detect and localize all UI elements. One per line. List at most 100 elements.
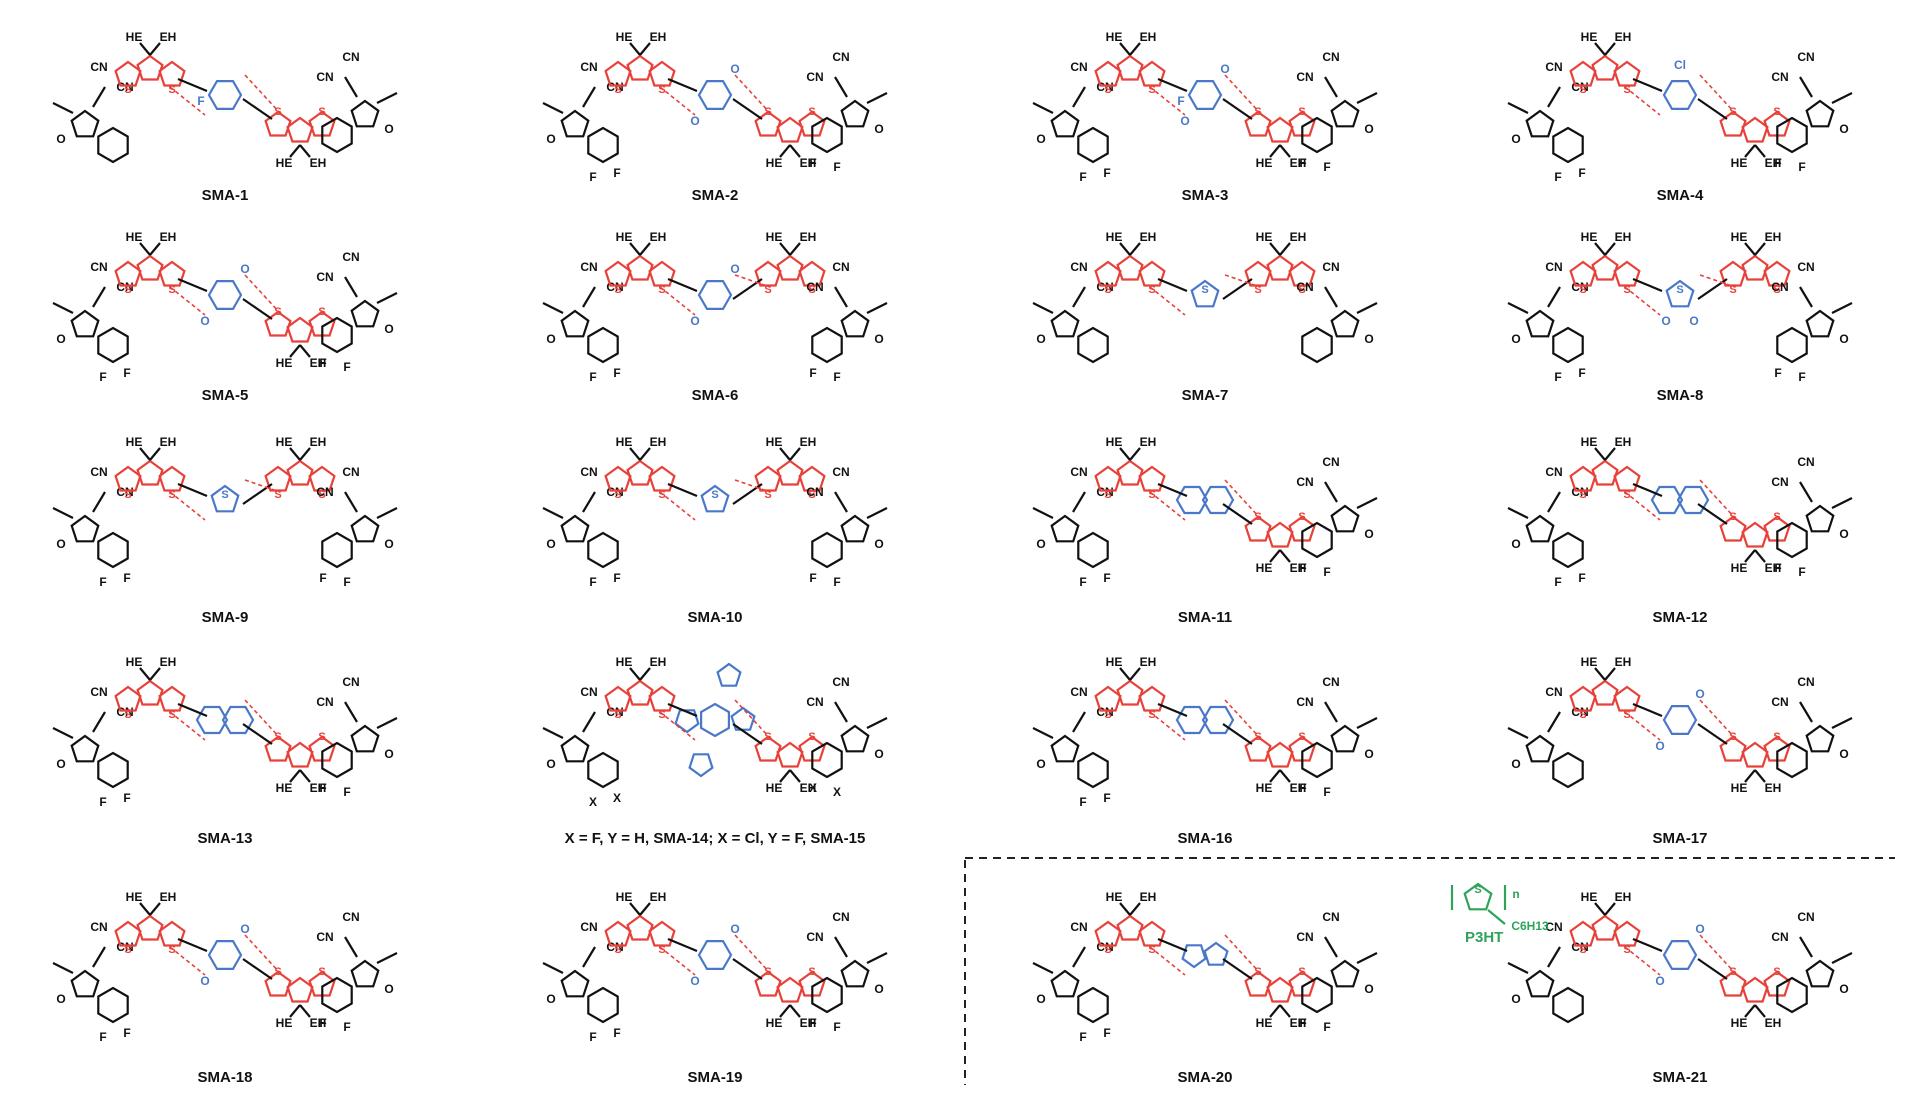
linking-bond	[732, 723, 763, 745]
ethylhexyl-label: EH	[650, 230, 667, 244]
linking-bond	[732, 98, 763, 120]
noncovalent-contact	[734, 934, 771, 974]
ethylhexyl-label: HE	[1256, 781, 1273, 795]
vinyl-bond	[1356, 92, 1378, 104]
halogen-atom: X	[833, 785, 841, 799]
bridge-oxygen-atom: O	[690, 314, 699, 328]
alkyl-bond	[779, 242, 791, 256]
bridge-oxygen-atom: O	[1661, 314, 1670, 328]
vinyl-bond	[376, 717, 398, 729]
benzene-ring	[1776, 116, 1808, 154]
label-sma-21: SMA-21	[1652, 1069, 1707, 1086]
alkyl-bond	[149, 42, 161, 56]
indanone-ring	[840, 99, 870, 128]
halogen-atom: F	[589, 370, 596, 384]
cyano-group: CN	[1322, 675, 1339, 689]
noncovalent-contact	[1624, 286, 1661, 316]
label-sma-11: SMA-11	[1178, 609, 1232, 626]
exo-bond	[1547, 711, 1561, 733]
benzene-ring	[321, 316, 353, 354]
linking-bond	[177, 482, 208, 498]
bridge-sulfur-atom: S	[1201, 284, 1208, 296]
ethylhexyl-label: HE	[1581, 435, 1598, 449]
exo-bond	[582, 946, 596, 968]
vinyl-bond	[866, 92, 888, 104]
benzene-ring	[587, 531, 619, 569]
ethylhexyl-label: EH	[650, 890, 667, 904]
halogen-atom: F	[1774, 156, 1781, 170]
vinyl-bond	[542, 727, 564, 739]
sulfur-atom: S	[1148, 284, 1155, 296]
alkyl-bond	[629, 447, 641, 461]
indanone-ring	[1805, 309, 1835, 338]
carbonyl-oxygen: O	[1839, 982, 1848, 996]
alkyl-bond	[639, 42, 651, 56]
thiophene-ring	[1613, 920, 1641, 947]
cyclopentadiene-ring	[1266, 254, 1294, 281]
indanone-ring	[70, 734, 100, 763]
linking-bond	[177, 937, 208, 953]
ethylhexyl-label: EH	[650, 30, 667, 44]
sulfur-atom: S	[1148, 489, 1155, 501]
noncovalent-contact	[1149, 286, 1186, 316]
sulfur-atom: S	[1104, 489, 1111, 501]
noncovalent-contact	[1699, 699, 1736, 739]
sulfur-atom: S	[808, 966, 815, 978]
indanone-ring	[560, 514, 590, 543]
naphthalene-ring	[1676, 485, 1710, 515]
indanone-ring	[1050, 969, 1080, 998]
carbonyl-oxygen: O	[384, 322, 393, 336]
vinyl-bond	[542, 507, 564, 519]
alkyl-bond	[149, 902, 161, 916]
ethylhexyl-label: EH	[1765, 156, 1782, 170]
sulfur-atom: S	[1729, 284, 1736, 296]
alkyl-bond	[1594, 902, 1606, 916]
carbonyl-oxygen: O	[1036, 537, 1045, 551]
ethylhexyl-label: HE	[1256, 561, 1273, 575]
thiophene-ring	[158, 920, 186, 947]
alkyl-bond	[1269, 769, 1281, 783]
benzene-ring	[587, 751, 619, 789]
linking-bond	[1632, 77, 1663, 93]
label-sma-8: SMA-8	[1657, 387, 1704, 404]
sulfur-atom: S	[764, 489, 771, 501]
halogen-atom: F	[123, 571, 130, 585]
benzene-ring	[587, 326, 619, 364]
halogen-atom: F	[319, 571, 326, 585]
cyclopentadiene-ring	[1116, 54, 1144, 81]
ethylhexyl-label: HE	[1256, 1016, 1273, 1030]
linking-bond	[177, 77, 208, 93]
indanone-ring	[560, 309, 590, 338]
ethylhexyl-label: EH	[1140, 435, 1157, 449]
ethylhexyl-label: EH	[160, 230, 177, 244]
vinyl-bond	[1032, 302, 1054, 314]
carbonyl-oxygen: O	[384, 537, 393, 551]
ethylhexyl-label: EH	[160, 435, 177, 449]
cyano-group: CN	[90, 465, 107, 479]
exo-bond	[1324, 701, 1338, 723]
ethylhexyl-label: HE	[1581, 230, 1598, 244]
vinyl-bond	[1356, 952, 1378, 964]
sulfur-atom: S	[658, 284, 665, 296]
alkyl-bond	[1594, 447, 1606, 461]
vinyl-bond	[1831, 497, 1853, 509]
exo-bond	[344, 701, 358, 723]
carbonyl-oxygen: O	[1511, 132, 1520, 146]
cyclopentadiene-ring	[1116, 914, 1144, 941]
label-sma-18: SMA-18	[197, 1069, 252, 1086]
carbonyl-oxygen: O	[56, 132, 65, 146]
cyano-group: CN	[1296, 280, 1313, 294]
cyano-group: CN	[806, 695, 823, 709]
noncovalent-contact	[659, 86, 696, 116]
sulfur-atom: S	[658, 489, 665, 501]
sulfur-atom: S	[1104, 284, 1111, 296]
vinyl-bond	[866, 952, 888, 964]
benzene-ring	[1776, 976, 1808, 1014]
thiophene-ring	[798, 260, 826, 287]
alkyl-bond	[289, 769, 301, 783]
cyclopentadiene-ring	[1591, 254, 1619, 281]
halogen-atom: F	[833, 1020, 840, 1034]
ethylhexyl-label: EH	[310, 781, 327, 795]
halogen-atom: F	[1578, 366, 1585, 380]
